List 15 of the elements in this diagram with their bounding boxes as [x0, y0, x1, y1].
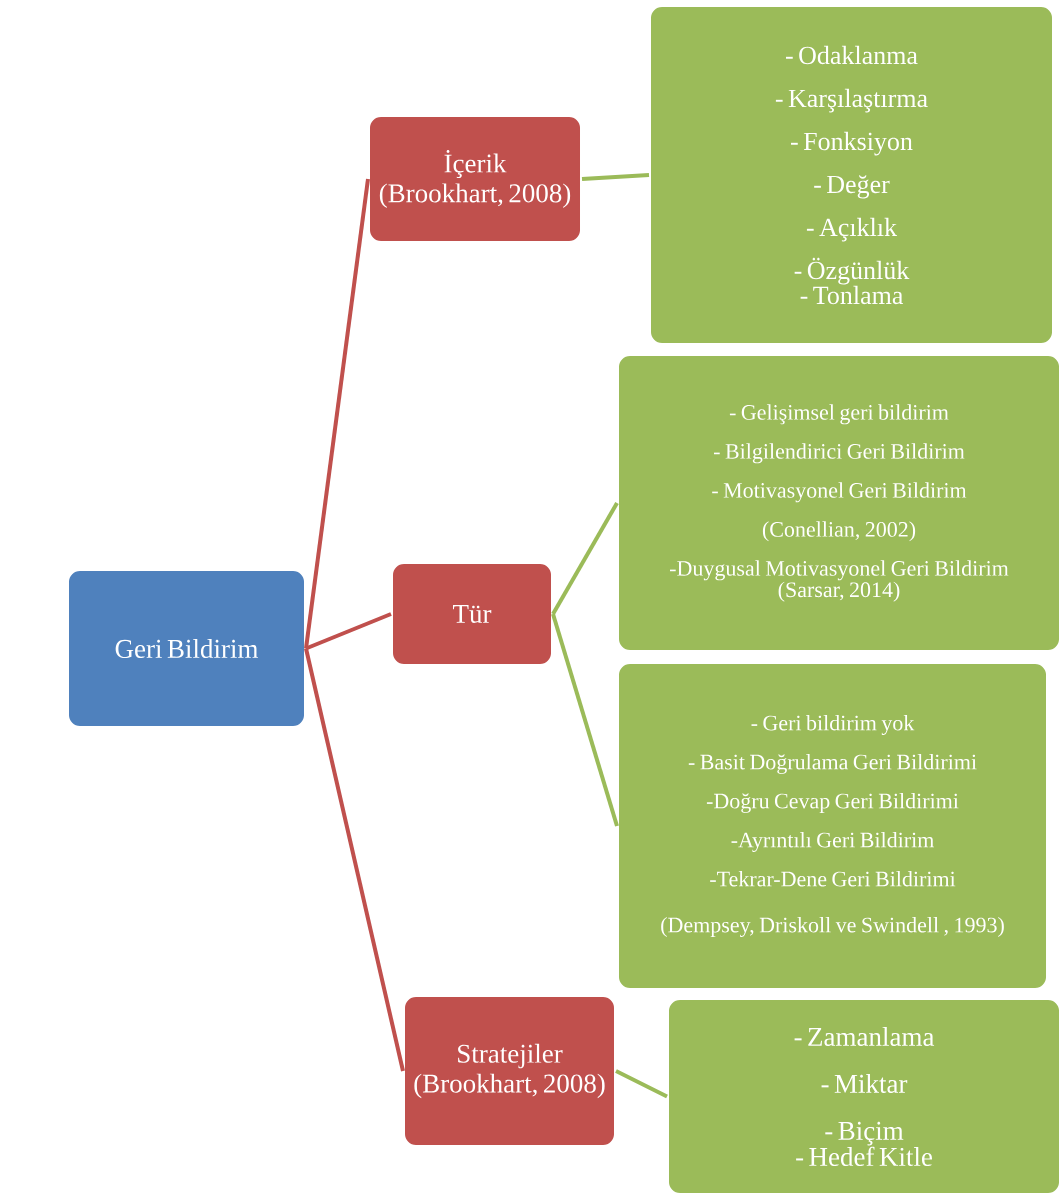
connector-line	[305, 612, 392, 651]
connector-line	[551, 502, 619, 615]
connector-line	[615, 1069, 668, 1099]
connector-line	[304, 178, 370, 649]
list-box: - Zamanlama - Miktar - Biçim - Hedef Kitle	[667, 998, 1060, 1194]
list-box: - Odaklanma - Karşılaştırma - Fonksiyon - Değer - Açıklık - Özgünlük - Tonlama	[649, 5, 1054, 345]
list-box: - Geri bildirim yok - Basit Doğrulama Geri Bildirimi -Doğru Cevap Geri Bildirimi -Ayrıntılı Geri Bildirim -Tekrar-Dene Geri Bildirimi (Dempsey, Driskoll ve Swindell , 1993)	[617, 662, 1048, 990]
category-box: Tür	[391, 562, 553, 666]
connector-line	[551, 613, 619, 827]
topic-box: Geri Bildirim	[67, 569, 306, 728]
connector-line	[304, 648, 405, 1072]
connector-line	[581, 173, 650, 181]
list-box: - Gelişimsel geri bildirim - Bilgilendirici Geri Bildirim - Motivasyonel Geri Bildirim (Conellian, 2002) -Duygusal Motivasyonel Geri Bildirim (Sarsar, 2014)	[617, 354, 1060, 652]
category-box: İçerik (Brookhart, 2008)	[368, 115, 582, 243]
category-box: Stratejiler (Brookhart, 2008)	[403, 995, 616, 1147]
